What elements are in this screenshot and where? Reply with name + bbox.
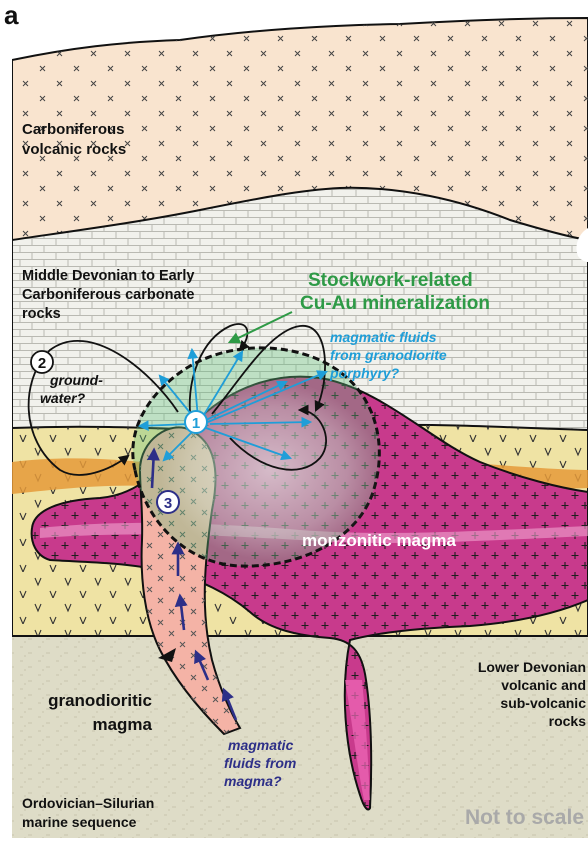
svg-text:1: 1: [192, 415, 200, 432]
svg-text:Carboniferous carbonate: Carboniferous carbonate: [22, 287, 194, 303]
svg-text:Ordovician–Silurian: Ordovician–Silurian: [22, 795, 154, 811]
marker-1: 1: [185, 411, 207, 433]
svg-text:2: 2: [38, 355, 46, 372]
svg-text:rocks: rocks: [549, 713, 587, 729]
svg-text:Cu-Au mineralization: Cu-Au mineralization: [300, 293, 490, 314]
svg-text:Stockwork-related: Stockwork-related: [308, 270, 473, 291]
svg-text:from granodiorite: from granodiorite: [330, 347, 447, 363]
svg-text:Lower Devonian: Lower Devonian: [478, 659, 586, 675]
svg-text:marine sequence: marine sequence: [22, 814, 137, 830]
panel-letter: a: [4, 0, 19, 30]
svg-text:water?: water?: [40, 390, 86, 406]
svg-text:granodioritic: granodioritic: [48, 691, 152, 710]
svg-text:magmatic fluids: magmatic fluids: [330, 329, 437, 345]
svg-text:porphyry?: porphyry?: [329, 365, 400, 381]
svg-text:Middle Devonian to Early: Middle Devonian to Early: [22, 268, 194, 284]
svg-text:3: 3: [164, 495, 172, 512]
svg-text:rocks: rocks: [22, 306, 61, 322]
svg-text:volcanic rocks: volcanic rocks: [22, 141, 126, 158]
monzonitic-magma-label: monzonitic magma: [302, 531, 457, 550]
svg-text:magma: magma: [92, 715, 152, 734]
marker-3: 3: [157, 491, 179, 513]
svg-text:magmatic: magmatic: [228, 737, 294, 753]
marker-2: 2: [31, 351, 53, 373]
svg-text:ground-: ground-: [49, 372, 103, 388]
svg-text:magma?: magma?: [224, 773, 282, 789]
scale-note: Not to scale: [465, 806, 584, 829]
svg-text:volcanic and: volcanic and: [501, 677, 586, 693]
svg-text:Carboniferous: Carboniferous: [22, 121, 125, 138]
svg-text:fluids from: fluids from: [224, 755, 296, 771]
svg-text:sub-volcanic: sub-volcanic: [500, 695, 586, 711]
